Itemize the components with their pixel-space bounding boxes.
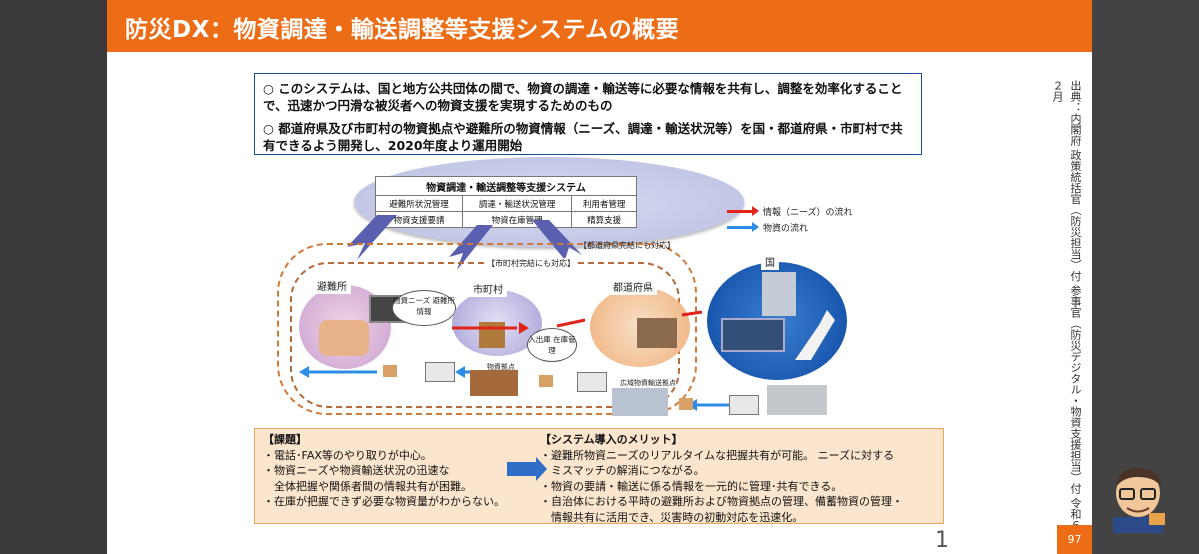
government-building-icon bbox=[762, 272, 796, 316]
goods-arrowhead-1 bbox=[299, 366, 309, 378]
issues-heading: 【課題】 bbox=[263, 433, 307, 446]
benefit-item: ・物資の要請・輸送に係る情報を一元的に管理･共有できる。 bbox=[540, 479, 843, 493]
bolt-municipality bbox=[449, 225, 493, 270]
blue-arrow-icon bbox=[727, 221, 759, 232]
wide-depot-building bbox=[612, 388, 668, 416]
bolt-prefecture bbox=[532, 220, 582, 260]
title-bar: 防災DX：物資調達・輸送調整等支援システムの概要 bbox=[107, 0, 1092, 52]
info-arrowhead-1 bbox=[519, 322, 529, 334]
issue-item: 全体把握や関係者間の情報共有が困難。 bbox=[263, 479, 472, 493]
shelter-label: 避難所 bbox=[313, 277, 351, 294]
pref-office-icon bbox=[637, 318, 677, 348]
info-arrow-2 bbox=[556, 318, 586, 328]
source-note: 出典：内閣府 政策統括官（防災担当）付 参事官（防災デジタル・物資支援担当）付 … bbox=[1051, 80, 1082, 553]
page-number: 97 bbox=[1057, 525, 1092, 554]
legend: 情報（ニーズ）の流れ 物資の流れ bbox=[727, 203, 853, 235]
issues-column: 【課題】 ・電話･FAX等のやり取りが中心。 ・物資ニーズや物資輸送状況の迅速な… bbox=[263, 432, 508, 510]
goods-arrowhead-2 bbox=[455, 366, 465, 378]
needs-bubble: 物資ニーズ 避難所情報 bbox=[392, 290, 456, 326]
system-cell: 避難所状況管理 bbox=[375, 195, 463, 212]
summary-point-1: ○ このシステムは、国と地方公共団体の間で、物資の調達・輸送等に必要な情報を共有… bbox=[263, 81, 903, 113]
monitor-room-icon bbox=[721, 318, 785, 352]
depot-building bbox=[470, 370, 518, 396]
truck-icon bbox=[425, 362, 455, 382]
issue-item: ・物資ニーズや物資輸送状況の迅速な bbox=[263, 464, 450, 477]
left-letterbox bbox=[0, 0, 107, 554]
benefits-heading: 【システム導入のメリット】 bbox=[540, 433, 683, 446]
muni-note: 【市町村完結にも対応】 bbox=[487, 258, 575, 269]
connection-bolts bbox=[347, 215, 582, 270]
bolt-shelter bbox=[347, 215, 397, 260]
red-arrow-icon bbox=[727, 205, 759, 216]
system-cell: 調達・輸送状況管理 bbox=[461, 195, 573, 212]
merit-box: 【課題】 ・電話･FAX等のやり取りが中心。 ・物資ニーズや物資輸送状況の迅速な… bbox=[254, 428, 944, 524]
box-icon bbox=[539, 375, 553, 387]
prefecture-zone bbox=[277, 243, 697, 415]
right-arrow-icon bbox=[507, 457, 547, 481]
benefit-item: ミスマッチの解消につながる。 bbox=[540, 464, 705, 477]
issue-item: ・電話･FAX等のやり取りが中心。 bbox=[263, 448, 432, 462]
box-icon bbox=[679, 398, 693, 410]
benefit-item: ・自治体における平時の避難所および物資拠点の管理、備蓄物資の管理・ bbox=[540, 495, 903, 508]
bottom-number: 1 bbox=[935, 528, 949, 553]
benefit-item: 情報共有に活用でき、災害時の初動対応を迅速化。 bbox=[540, 510, 804, 524]
truck-icon bbox=[577, 372, 607, 392]
stock-bubble: 入出庫 在庫管理 bbox=[527, 328, 577, 362]
info-arrow-3 bbox=[681, 310, 703, 317]
legend-info: 情報（ニーズ）の流れ bbox=[727, 203, 853, 219]
national-depot-building bbox=[767, 385, 827, 415]
system-cell: 利用者管理 bbox=[571, 195, 637, 212]
legend-goods: 物資の流れ bbox=[727, 219, 853, 235]
truck-icon bbox=[729, 395, 759, 415]
benefit-item: ・避難所物資ニーズのリアルタイムな把握共有が可能。 ニーズに対する bbox=[540, 448, 895, 462]
prefecture-label: 都道府県 bbox=[609, 278, 657, 295]
depot-label: 物資拠点 bbox=[487, 363, 515, 371]
system-title: 物資調達・輸送調整等支援システム bbox=[375, 176, 637, 196]
issue-item: ・在庫が把握できず必要な物資量がわからない。 bbox=[263, 495, 505, 508]
summary-point-2: ○ 都道府県及び市町村の物資拠点や避難所の物資情報（ニーズ、調達・輸送状況等）を… bbox=[263, 121, 903, 153]
evacuees-image bbox=[319, 320, 369, 356]
presenter-avatar bbox=[1113, 467, 1165, 533]
wide-depot-label: 広域物資輸送拠点 bbox=[620, 379, 676, 387]
system-cell: 精算支援 bbox=[571, 211, 637, 228]
box-icon bbox=[383, 365, 397, 377]
pref-note: 【都道府県完結にも対応】 bbox=[579, 241, 675, 250]
slide: 防災DX：物資調達・輸送調整等支援システムの概要 ○ このシステムは、国と地方公… bbox=[107, 0, 1092, 554]
benefits-column: 【システム導入のメリット】 ・避難所物資ニーズのリアルタイムな把握共有が可能。 … bbox=[540, 432, 940, 525]
slide-title: 防災DX：物資調達・輸送調整等支援システムの概要 bbox=[125, 17, 680, 43]
summary-box: ○ このシステムは、国と地方公共団体の間で、物資の調達・輸送等に必要な情報を共有… bbox=[254, 73, 922, 155]
country-label: 国 bbox=[761, 253, 779, 270]
city-hall-icon bbox=[479, 322, 505, 348]
municipality-label: 市町村 bbox=[469, 280, 507, 297]
system-table: 物資調達・輸送調整等支援システム 避難所状況管理 調達・輸送状況管理 利用者管理… bbox=[375, 176, 637, 228]
right-letterbox bbox=[1092, 0, 1199, 554]
